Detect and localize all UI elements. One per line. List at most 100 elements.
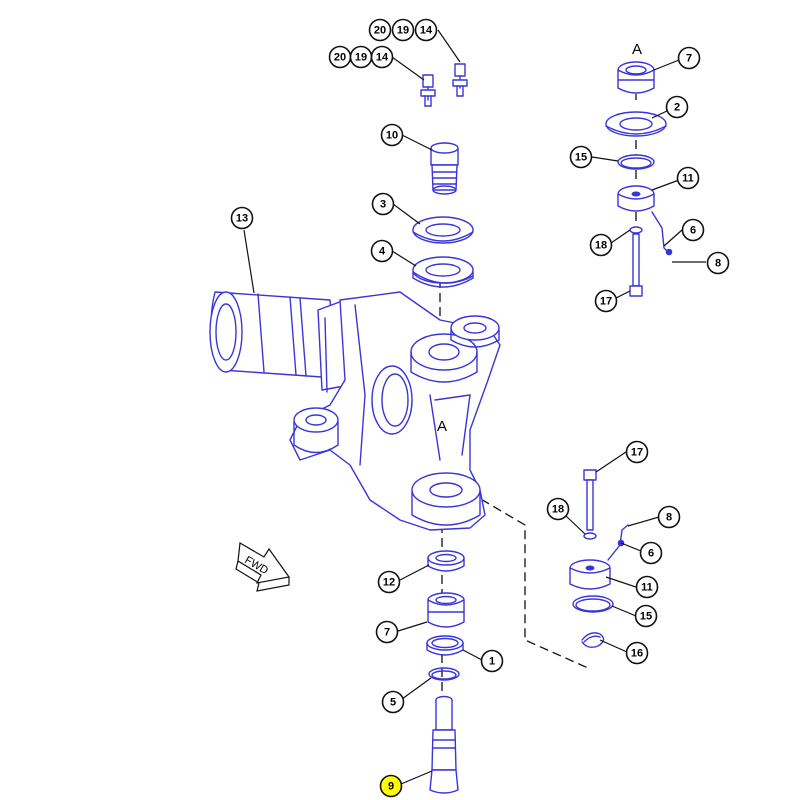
callout-5: 5 [381, 690, 405, 714]
callout-14-a: 14 [414, 18, 438, 42]
callout-10: 10 [380, 123, 404, 147]
callout-circle [379, 774, 403, 798]
callout-6-top: 6 [681, 218, 705, 242]
callout-16: 16 [625, 641, 649, 665]
steering-knuckle [209, 291, 501, 531]
callout-circle [381, 690, 405, 714]
kingpin-upper [430, 142, 459, 195]
cap-11-top [617, 185, 655, 212]
callout-number: 17 [600, 296, 612, 308]
o-ring-15-bottom [572, 595, 614, 613]
callout-circle [634, 604, 658, 628]
callout-circle [677, 46, 701, 70]
o-ring-5 [428, 667, 460, 681]
callout-circle [589, 233, 613, 257]
callout-15-bot: 15 [634, 604, 658, 628]
callout-17-bot: 17 [625, 440, 649, 464]
bearing-cone-7-bottom [427, 592, 465, 628]
callout-leaders [243, 29, 706, 785]
bolt-left [420, 74, 436, 107]
callout-number: 8 [715, 258, 721, 270]
callout-15-top: 15 [569, 145, 593, 169]
callout-number: 6 [690, 225, 696, 237]
callout-4: 4 [370, 239, 394, 263]
view-label-center: A [437, 418, 447, 435]
callout-circle [370, 239, 394, 263]
callout-circle [391, 18, 415, 42]
callout-circle [665, 95, 689, 119]
callout-19-b: 19 [349, 45, 373, 69]
callout-number: 14 [376, 52, 389, 64]
callout-circle [375, 620, 399, 644]
callout-circle [380, 123, 404, 147]
callout-1: 1 [480, 649, 504, 673]
callout-number: 3 [380, 199, 386, 211]
seal-12 [427, 550, 465, 572]
callout-11-top: 11 [676, 166, 700, 190]
kingpin-lower-9 [429, 695, 459, 794]
callout-12: 12 [377, 570, 401, 594]
callout-number: 11 [641, 582, 653, 594]
callout-circle [594, 289, 618, 313]
forward-direction-arrow: FWD [235, 542, 291, 592]
callout-number: 14 [420, 25, 433, 37]
callout-number: 20 [374, 25, 386, 37]
callout-circle [230, 206, 254, 230]
callout-number: 6 [648, 548, 654, 560]
grease-fitting-6-bottom [607, 524, 629, 561]
bolt-right [452, 63, 468, 97]
callout-18-bot: 18 [546, 497, 570, 521]
callout-circle [569, 145, 593, 169]
callout-number: 11 [682, 173, 694, 185]
callout-18-top: 18 [589, 233, 613, 257]
callout-number: 13 [236, 213, 248, 225]
callout-20-a: 20 [368, 18, 392, 42]
o-ring-15-top [617, 154, 655, 170]
callout-circle [377, 570, 401, 594]
callout-circle [371, 192, 395, 216]
callout-circle [480, 649, 504, 673]
callout-circle [370, 45, 394, 69]
callout-7-bot: 7 [375, 620, 399, 644]
callout-circle [625, 641, 649, 665]
bolt-17-top [629, 226, 643, 297]
callout-11-bot: 11 [635, 575, 659, 599]
callout-number: 18 [552, 504, 564, 516]
callout-number: 8 [666, 512, 672, 524]
callout-number: 15 [575, 152, 587, 164]
callout-8-top: 8 [706, 251, 730, 275]
snap-ring-16 [581, 632, 605, 649]
callout-7-top: 7 [677, 46, 701, 70]
callout-number: 1 [489, 656, 495, 668]
callout-8-bot: 8 [657, 505, 681, 529]
callout-number: 7 [686, 53, 692, 65]
callout-circle [635, 575, 659, 599]
callout-circle [657, 505, 681, 529]
callout-circle [414, 18, 438, 42]
thrust-washer-3 [412, 216, 474, 244]
callout-circle [706, 251, 730, 275]
callout-circle [368, 18, 392, 42]
callout-number: 7 [384, 627, 390, 639]
callout-20-b: 20 [328, 45, 352, 69]
callout-circle [676, 166, 700, 190]
callout-number: 19 [397, 25, 409, 37]
cap-11-bottom [569, 559, 611, 590]
callout-number: 17 [631, 447, 643, 459]
callout-number: 12 [383, 577, 395, 589]
callout-9: 9 [379, 774, 403, 798]
fwd-label: FWD [243, 554, 271, 577]
callout-number: 18 [595, 240, 607, 252]
callout-number: 9 [388, 781, 394, 793]
callout-number: 15 [640, 611, 652, 623]
callout-13: 13 [230, 206, 254, 230]
bolt-17-bottom [583, 469, 597, 540]
callout-3: 3 [371, 192, 395, 216]
callout-circle [546, 497, 570, 521]
callout-number: 5 [390, 697, 396, 709]
thrust-washer-4 [412, 256, 474, 288]
callout-circle [681, 218, 705, 242]
bearing-cup-1 [426, 635, 464, 656]
